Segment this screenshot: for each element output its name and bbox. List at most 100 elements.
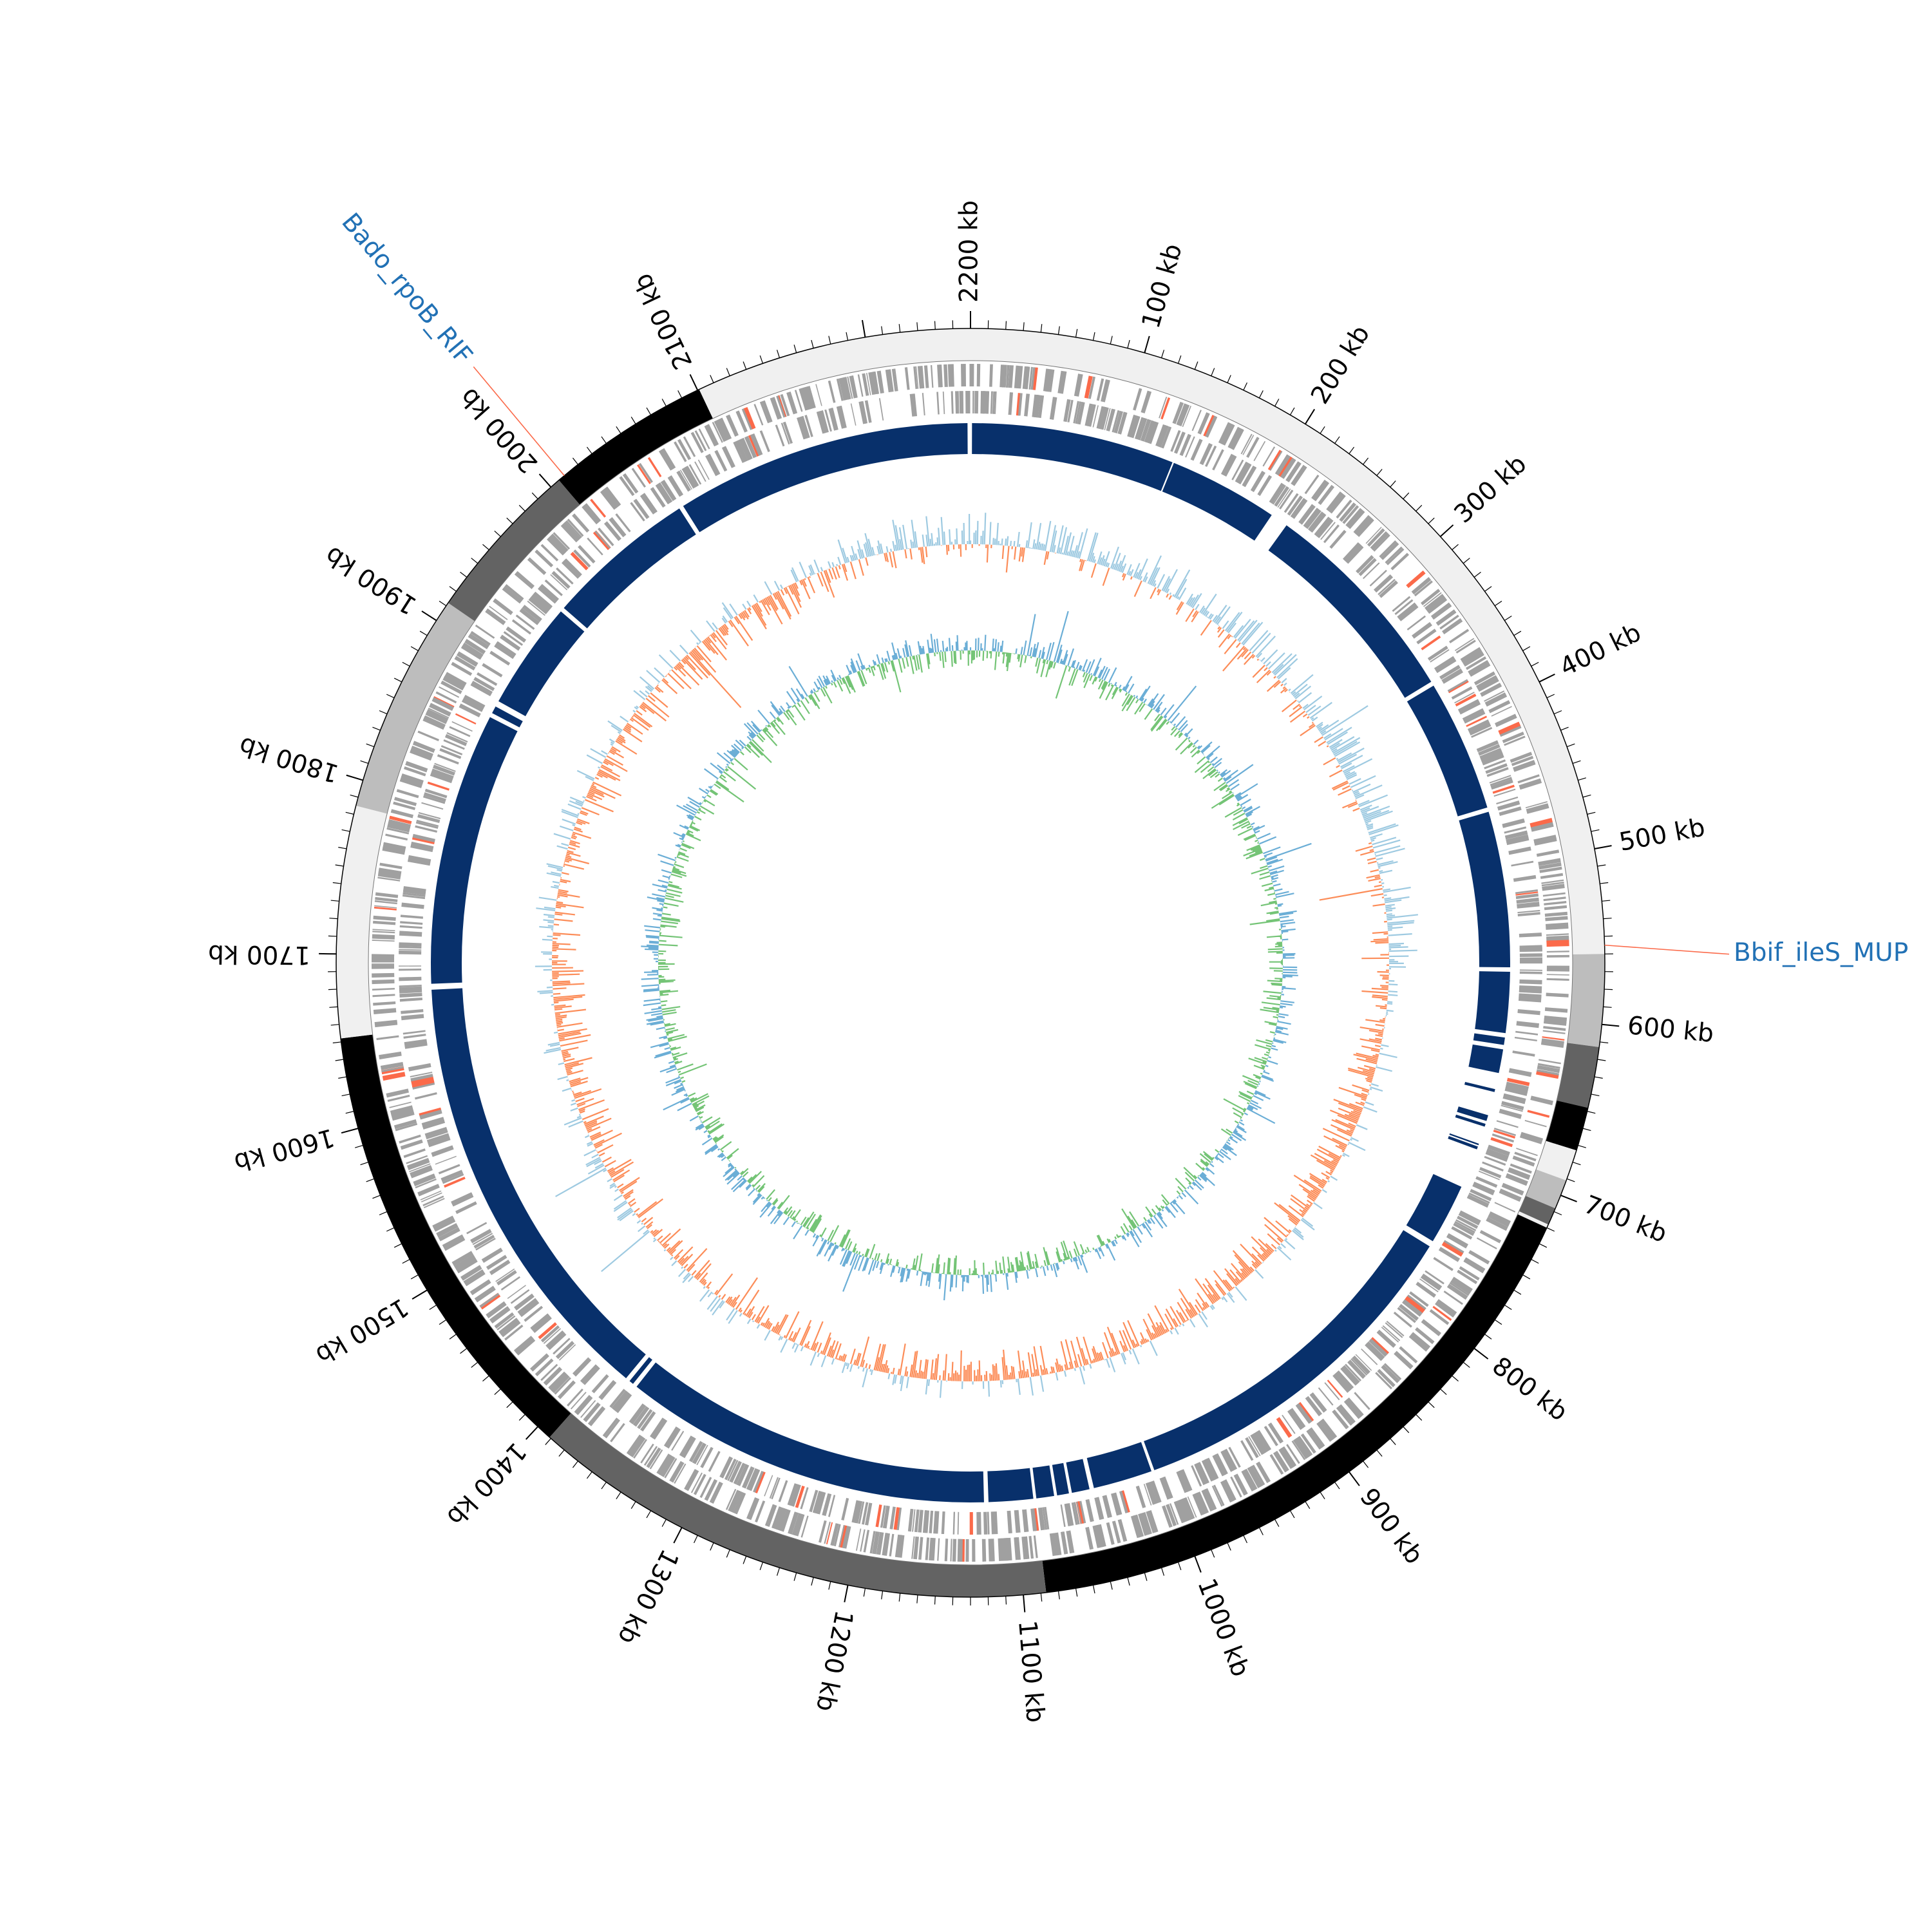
- cds-feature: [1479, 1167, 1502, 1179]
- cds-feature: [780, 393, 790, 417]
- cds-feature: [1102, 1495, 1112, 1519]
- cds-feature: [1481, 753, 1504, 766]
- cds-feature: [1519, 953, 1542, 958]
- cds-feature: [978, 1511, 981, 1535]
- minor-tick: [846, 332, 849, 341]
- cds-feature: [1323, 524, 1340, 544]
- major-tick: [861, 319, 866, 337]
- cds-feature: [626, 1434, 642, 1455]
- cds-feature: [987, 1511, 990, 1535]
- cds-feature: [496, 642, 516, 656]
- cds-feature: [1148, 1510, 1159, 1533]
- cds-feature: [493, 598, 513, 616]
- cds-feature: [735, 410, 748, 433]
- cds-feature: [633, 1439, 647, 1459]
- cds-feature: [1112, 1520, 1121, 1544]
- cds-feature: [545, 1330, 565, 1349]
- cds-feature: [721, 446, 735, 468]
- major-tick: [844, 1585, 849, 1603]
- cds-feature: [410, 843, 433, 851]
- cds-feature: [582, 505, 599, 525]
- cds-feature: [1385, 1322, 1403, 1338]
- cds-feature: [1250, 471, 1265, 493]
- minor-tick: [1504, 615, 1512, 621]
- cds-feature: [454, 656, 476, 671]
- contig-segment-4: [1536, 1141, 1577, 1181]
- cds-feature: [411, 745, 433, 757]
- minor-tick: [1376, 469, 1383, 476]
- cds-feature: [1430, 649, 1450, 663]
- cds-feature: [1343, 1399, 1363, 1419]
- cds-feature: [1159, 1477, 1171, 1500]
- cds-feature: [485, 610, 505, 625]
- cds-feature: [976, 1511, 980, 1535]
- cds-feature: [1293, 1438, 1309, 1459]
- cds-feature: [961, 364, 966, 387]
- cds-feature: [1519, 1133, 1543, 1144]
- cds-feature: [372, 979, 395, 985]
- tick-label: 600 kb: [1626, 1011, 1715, 1048]
- cds-feature: [408, 1063, 431, 1072]
- cds-feature: [442, 1173, 464, 1184]
- cds-feature: [603, 521, 621, 542]
- minor-tick: [1211, 1549, 1215, 1558]
- cds-feature: [1423, 592, 1442, 607]
- cds-feature: [1003, 365, 1007, 388]
- cds-feature: [1459, 701, 1481, 715]
- gc-content-above: [641, 611, 1312, 1301]
- cds-feature: [791, 1513, 803, 1536]
- cds-feature: [1117, 412, 1128, 435]
- cds-feature: [609, 1388, 626, 1408]
- cds-feature: [1140, 419, 1151, 442]
- minor-tick: [1578, 1144, 1586, 1148]
- cds-feature: [1347, 1359, 1366, 1379]
- cds-feature: [891, 368, 897, 392]
- cds-feature: [481, 1247, 502, 1262]
- cds-feature: [804, 415, 813, 437]
- cds-feature: [506, 626, 527, 643]
- cds-feature: [1399, 1303, 1419, 1321]
- cds-feature: [753, 404, 764, 426]
- cds-feature: [540, 583, 560, 601]
- cds-feature: [515, 1336, 535, 1354]
- cds-feature: [937, 1538, 940, 1561]
- cds-feature: [1289, 1408, 1306, 1428]
- cds-feature: [788, 1511, 799, 1535]
- cds-feature: [895, 1534, 901, 1558]
- cds-feature: [426, 1130, 448, 1140]
- minor-tick: [372, 726, 381, 731]
- cds-feature: [500, 634, 521, 651]
- minor-tick: [572, 1461, 578, 1468]
- cds-feature: [1447, 679, 1469, 693]
- cds-feature: [439, 686, 460, 698]
- cds-feature: [570, 551, 589, 571]
- cds-feature: [1420, 1276, 1440, 1291]
- inner-ring-border: [368, 360, 1573, 1566]
- cds-feature: [1318, 484, 1335, 506]
- cds-feature: [1100, 407, 1109, 430]
- cds-feature: [1478, 744, 1501, 756]
- cds-feature: [373, 1008, 397, 1015]
- alignment-block-19: [987, 1468, 1034, 1502]
- cds-feature: [399, 965, 422, 967]
- cds-feature: [862, 373, 869, 396]
- cds-feature: [878, 398, 884, 421]
- cds-feature: [733, 1463, 746, 1485]
- cds-feature: [1539, 866, 1562, 873]
- cds-feature: [714, 450, 728, 472]
- cds-feature: [413, 1173, 436, 1187]
- cds-feature: [1074, 1502, 1080, 1525]
- cds-feature: [1392, 596, 1411, 612]
- cds-feature: [1342, 505, 1359, 524]
- cds-feature: [1143, 1484, 1152, 1506]
- minor-tick: [694, 1535, 698, 1544]
- minor-tick: [1258, 1527, 1264, 1535]
- minor-tick: [1005, 321, 1007, 330]
- cds-feature: [1435, 609, 1457, 626]
- major-tick: [341, 1128, 359, 1134]
- cds-feature: [1257, 475, 1272, 497]
- alignment-block-7: [1468, 1044, 1504, 1074]
- tick-label: 1500 kb: [310, 1292, 413, 1370]
- cds-feature: [850, 403, 857, 426]
- cds-feature: [1458, 1213, 1479, 1226]
